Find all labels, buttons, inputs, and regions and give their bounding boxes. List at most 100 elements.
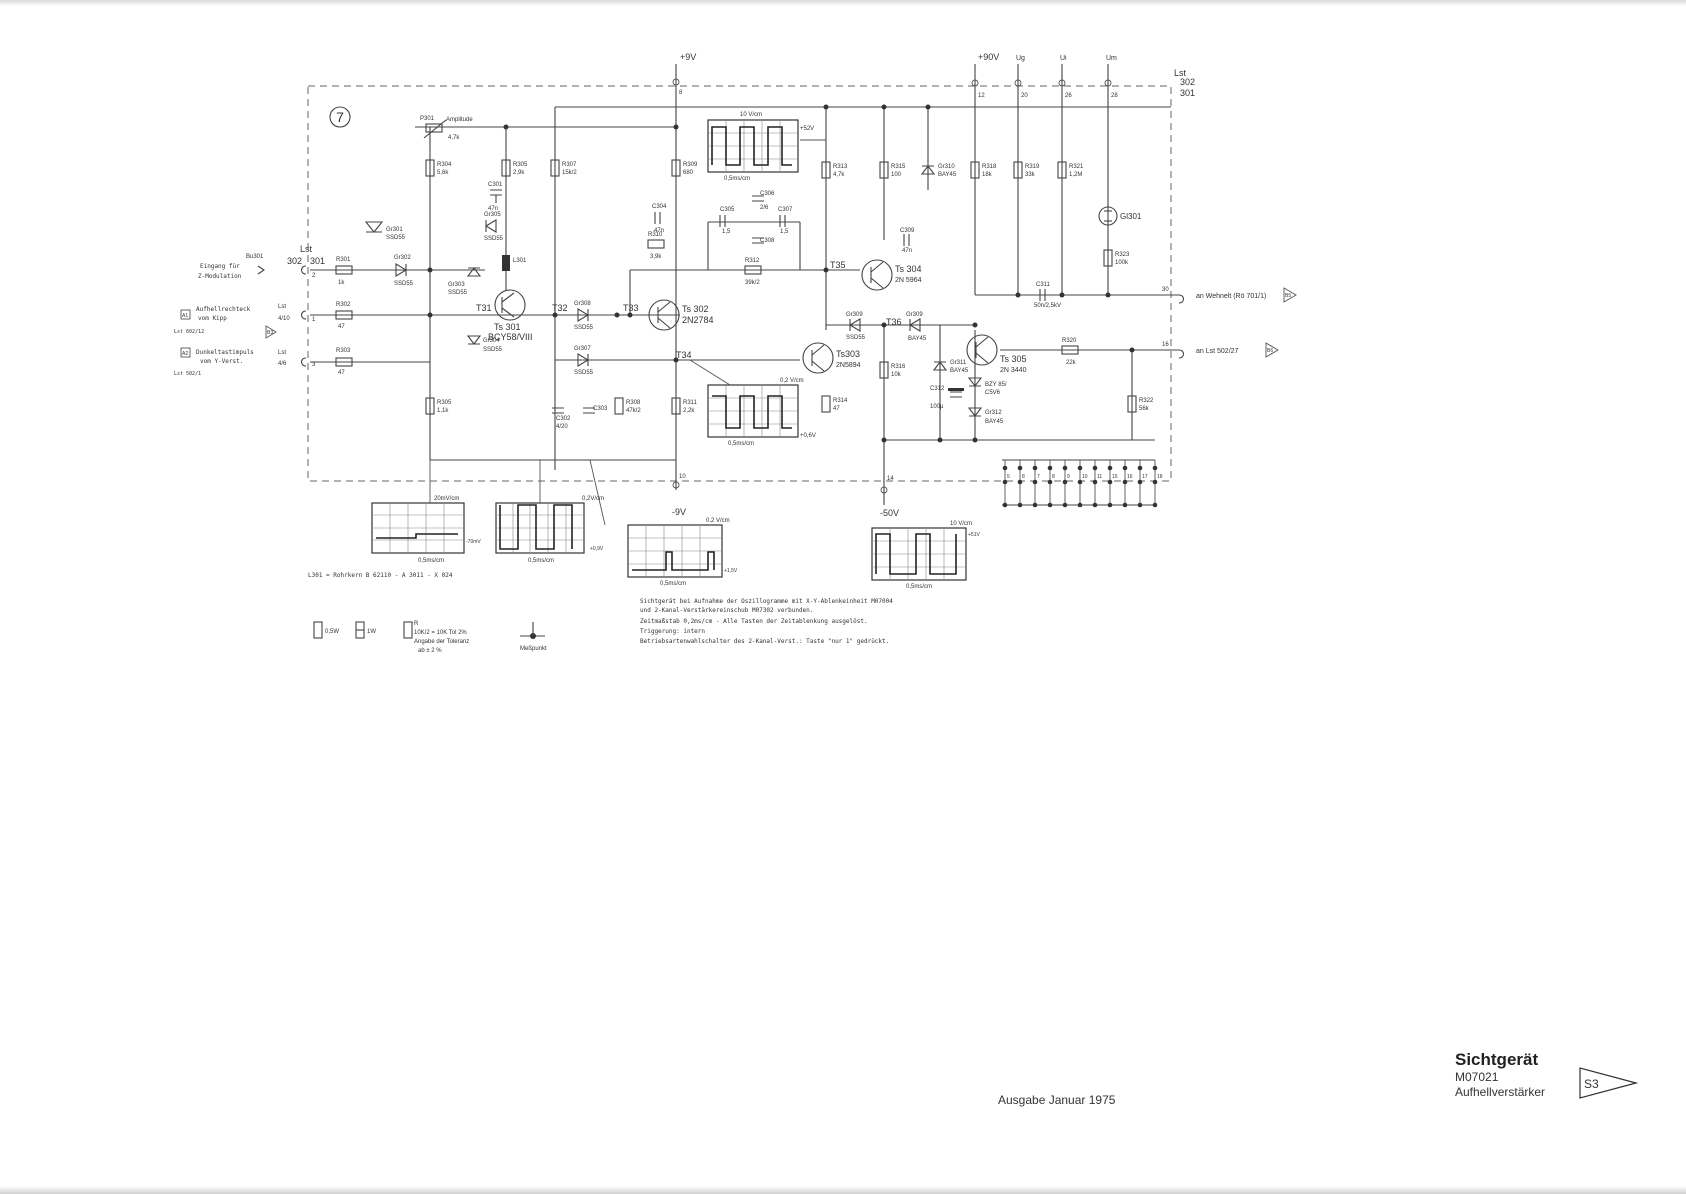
svg-text:47n: 47n xyxy=(654,228,664,234)
terminal-pin-dot xyxy=(1122,465,1128,471)
input-lst-301: 301 xyxy=(310,256,325,266)
svg-text:Meßpunkt: Meßpunkt xyxy=(520,646,547,652)
svg-text:47n: 47n xyxy=(488,206,498,212)
svg-text:22k: 22k xyxy=(1066,360,1077,366)
svg-text:R309: R309 xyxy=(683,162,698,168)
svg-text:3: 3 xyxy=(312,362,316,368)
terminal-pin-dot xyxy=(1002,502,1008,508)
rail-ug: Ug xyxy=(1016,55,1025,62)
terminal-pin-dot xyxy=(1077,479,1083,485)
transistor-ts305: Ts 305 2N 3440 xyxy=(966,334,1027,374)
svg-text:Gr303: Gr303 xyxy=(448,282,465,288)
terminal-pin-dot xyxy=(1092,502,1098,508)
sheet-number: S3 xyxy=(1584,1077,1599,1091)
capacitor-c303: C303 xyxy=(583,406,608,414)
terminal-pin-dot xyxy=(1122,479,1128,485)
terminal-pin-label: 16 xyxy=(1127,474,1133,480)
svg-text:R320: R320 xyxy=(1062,338,1077,344)
svg-text:SSD55: SSD55 xyxy=(448,290,468,296)
svg-text:SSD55: SSD55 xyxy=(574,325,594,331)
svg-text:C311: C311 xyxy=(1036,282,1051,288)
terminal-pin-label: 17 xyxy=(1142,474,1148,480)
rail-minus50-connector xyxy=(880,486,888,494)
input-blank-label-2: vom Kipp xyxy=(198,315,227,322)
svg-text:+0,6V: +0,6V xyxy=(800,433,816,439)
terminal-pin-label: 7 xyxy=(1037,474,1040,480)
scope-3: 20mV/cm -70mV 0,5ms/cm xyxy=(371,496,481,564)
input-blank-label-1: Aufhellrechteck xyxy=(196,306,251,313)
svg-text:10k: 10k xyxy=(891,372,902,378)
svg-text:BAY45: BAY45 xyxy=(985,419,1004,425)
terminal-pin-dot xyxy=(1047,465,1053,471)
svg-text:C5V6: C5V6 xyxy=(985,390,1001,396)
svg-text:ab ± 2 %: ab ± 2 % xyxy=(418,648,442,654)
svg-text:28: 28 xyxy=(1111,93,1118,99)
svg-text:15k/2: 15k/2 xyxy=(562,170,577,176)
inductor-l301: L301 xyxy=(502,255,527,271)
note-2: und 2-Kanal-Verstärkereinschub M07302 ve… xyxy=(640,607,813,614)
svg-text:BAY45: BAY45 xyxy=(938,172,957,178)
svg-text:10 V/cm: 10 V/cm xyxy=(950,521,972,527)
svg-text:1,5: 1,5 xyxy=(780,229,789,235)
input-dark-pin: 4/6 xyxy=(278,361,287,367)
svg-text:T32: T32 xyxy=(552,303,568,313)
svg-text:1,5: 1,5 xyxy=(722,229,731,235)
note-5: Betriebsartenwahlschalter des 2-Kanal-Ve… xyxy=(640,638,889,645)
input-z-mod-label-1: Eingang für xyxy=(200,263,240,270)
svg-text:R315: R315 xyxy=(891,164,906,170)
note-3: Zeitmaßstab 0,2ms/cm - Alle Tasten der Z… xyxy=(640,618,868,625)
transistor-ts304: Ts 304 2N 5964 xyxy=(861,259,922,291)
svg-text:Gr310: Gr310 xyxy=(938,164,955,170)
edition-date: Ausgabe Januar 1975 xyxy=(998,1093,1116,1107)
title-block: Sichtgerät M07021 Aufhellverstärker xyxy=(1455,1050,1655,1100)
terminal-pin-label: 8 xyxy=(1022,474,1025,480)
svg-text:R321: R321 xyxy=(1069,164,1084,170)
supply-rails-top: +9V 8 +90V 12 Ug 20 Ui 26 Um 28 xyxy=(672,52,1118,99)
svg-text:R310: R310 xyxy=(648,232,663,238)
svg-text:47: 47 xyxy=(338,324,345,330)
module-number: 7 xyxy=(336,109,344,125)
svg-text:R319: R319 xyxy=(1025,164,1040,170)
module-boundary xyxy=(307,85,1172,482)
terminal-pin-dot xyxy=(1137,502,1143,508)
svg-text:4,7k: 4,7k xyxy=(448,135,460,141)
terminal-pin-dot xyxy=(1062,502,1068,508)
svg-text:0,5ms/cm: 0,5ms/cm xyxy=(728,441,754,447)
svg-text:18k: 18k xyxy=(982,172,993,178)
terminal-pin-dot xyxy=(1107,465,1113,471)
svg-text:P301: P301 xyxy=(420,116,435,122)
svg-text:R313: R313 xyxy=(833,164,848,170)
svg-text:0,2 V/cm: 0,2 V/cm xyxy=(706,518,730,524)
svg-text:4/20: 4/20 xyxy=(556,424,568,430)
terminal-pin-dot xyxy=(1092,479,1098,485)
svg-text:56k: 56k xyxy=(1139,406,1150,412)
svg-text:0,5ms/cm: 0,5ms/cm xyxy=(418,558,444,564)
terminal-pin-dot xyxy=(1062,479,1068,485)
svg-text:A2: A2 xyxy=(182,351,188,357)
svg-text:20: 20 xyxy=(1021,93,1028,99)
svg-text:47k/2: 47k/2 xyxy=(626,408,641,414)
svg-text:5,6k: 5,6k xyxy=(437,170,449,176)
terminal-pin-dot xyxy=(1032,502,1038,508)
terminal-pin-label: 9 xyxy=(1067,474,1070,480)
input-section: Eingang für Z-Modulation Bu301 Lst 302 3… xyxy=(174,244,325,377)
scope-6: 10 V/cm +51V 0,5ms/cm xyxy=(871,521,980,590)
terminal-pin-dot xyxy=(1122,502,1128,508)
svg-text:47n: 47n xyxy=(902,248,912,254)
transistor-ts301: Ts 301 BCY58/VIII xyxy=(488,289,533,342)
svg-text:2N5894: 2N5894 xyxy=(836,362,861,369)
svg-text:T36: T36 xyxy=(886,317,902,327)
diode-zener: BZY 85/C5V6 xyxy=(967,377,1007,396)
terminal-pin-label: 10 xyxy=(1082,474,1088,480)
